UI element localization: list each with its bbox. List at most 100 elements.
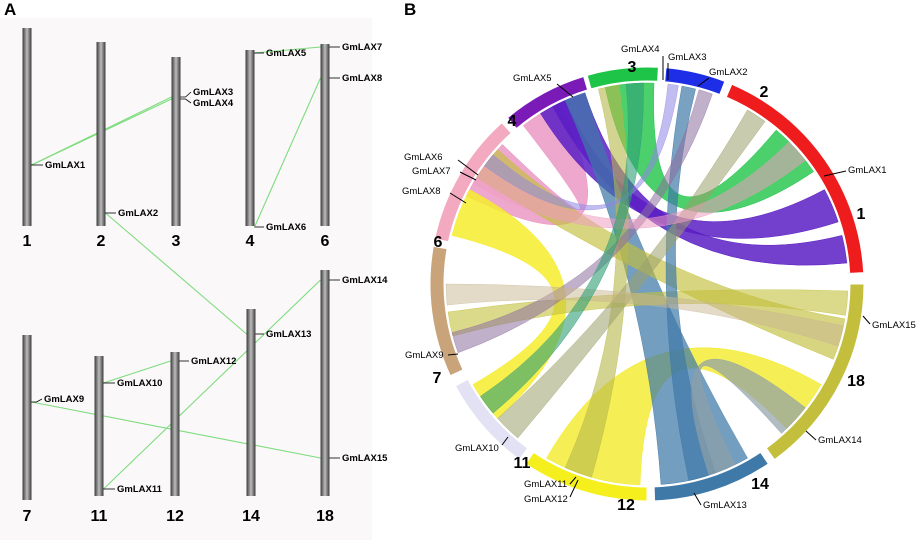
circos-gene-leader-gmlax8 — [449, 192, 467, 204]
chromosome-7 — [22, 335, 32, 500]
chromosome-number-14: 14 — [242, 508, 260, 525]
panel-a-gene-labels: GmLAX1GmLAX2GmLAX3GmLAX4GmLAX5GmLAX6GmLA… — [31, 42, 388, 495]
circos-gene-label-gmlax3: GmLAX3 — [668, 52, 707, 63]
ribbon-11 — [497, 109, 766, 439]
gene-label-gmlax1: GmLAX1 — [45, 160, 86, 171]
circos-segment-12 — [525, 451, 648, 502]
segment-number-1: 1 — [857, 206, 866, 223]
gene-label-gmlax2: GmLAX2 — [118, 208, 158, 219]
chromosome-18 — [320, 270, 330, 496]
chromosome-number-6: 6 — [321, 233, 330, 250]
circos-gene-leader-gmlax15 — [862, 315, 871, 325]
chromosome-12 — [170, 352, 180, 496]
circos-gene-leader-gmlax7 — [459, 171, 477, 181]
circos-gene-leader-gmlax10 — [501, 436, 509, 446]
circos-ring — [429, 66, 865, 502]
circos-gene-leader-gmlax2 — [697, 77, 710, 87]
gene-label-gmlax6: GmLAX6 — [266, 222, 306, 233]
chromosome-14 — [246, 309, 256, 496]
circos-gene-label-gmlax2: GmLAX2 — [709, 67, 748, 78]
gene-label-gmlax9: GmLAX9 — [44, 394, 84, 405]
circos-gene-label-gmlax13: GmLAX13 — [703, 500, 747, 511]
chromosome-number-1: 1 — [23, 233, 32, 250]
circos-segment-1 — [725, 83, 865, 274]
chromosome-number-3: 3 — [172, 233, 181, 250]
segment-number-18: 18 — [847, 373, 865, 390]
circos-segment-6 — [434, 121, 512, 243]
circos-gene-label-gmlax6: GmLAX6 — [404, 152, 443, 163]
circos-gene-label-gmlax15: GmLAX15 — [872, 320, 916, 331]
gene-label-gmlax3: GmLAX3 — [193, 87, 233, 98]
ribbon-17 — [480, 82, 644, 414]
circos-gene-leader-gmlax12 — [569, 479, 579, 498]
gene-marker-gmlax9 — [31, 398, 43, 403]
synteny-link-gmlax6-gmlax8 — [253, 77, 322, 228]
circos-gene-label-gmlax9: GmLAX9 — [405, 350, 444, 361]
circos-segment-7 — [429, 245, 464, 377]
panel-a-background — [0, 18, 372, 540]
ribbon-13 — [445, 283, 844, 347]
gene-marker-gmlax4 — [180, 98, 192, 104]
circos-segment-2 — [664, 67, 726, 96]
circos-gene-leader-gmlax5 — [556, 83, 574, 98]
chromosome-number-12: 12 — [166, 508, 184, 525]
panel-a-letter: A — [4, 0, 16, 19]
gene-label-gmlax8: GmLAX8 — [342, 73, 382, 84]
chromosome-number-4: 4 — [246, 233, 255, 250]
segment-number-7: 7 — [433, 370, 442, 387]
ribbon-10 — [564, 84, 629, 478]
segment-number-3: 3 — [628, 59, 637, 76]
segment-number-12: 12 — [617, 497, 635, 514]
chromosome-4 — [245, 50, 255, 226]
circos-segment-4 — [506, 75, 589, 130]
gene-label-gmlax13: GmLAX13 — [266, 329, 311, 340]
chromosome-6 — [320, 44, 330, 226]
chromosome-1 — [22, 28, 32, 226]
circos-segment-14 — [653, 451, 769, 502]
circos-segment-18 — [765, 283, 865, 461]
chromosome-number-18: 18 — [316, 508, 334, 525]
circos-gene-label-gmlax14: GmLAX14 — [818, 435, 862, 446]
gene-label-gmlax11: GmLAX11 — [117, 484, 163, 495]
circos-gene-label-gmlax4: GmLAX4 — [621, 44, 660, 55]
circos-gene-labels: GmLAX4GmLAX3GmLAX5GmLAX2GmLAX6GmLAX7GmLA… — [402, 44, 916, 511]
segment-number-11: 11 — [514, 455, 531, 472]
segment-number-6: 6 — [434, 234, 443, 251]
panel-b-letter: B — [404, 0, 416, 19]
synteny-link-gmlax5-gmlax7 — [254, 46, 321, 54]
gene-marker-gmlax3 — [180, 91, 192, 98]
gene-label-gmlax10: GmLAX10 — [117, 378, 162, 389]
circos-gene-label-gmlax8: GmLAX8 — [402, 186, 441, 197]
circos-gene-label-gmlax11: GmLAX11 — [524, 479, 567, 490]
synteny-link-gmlax11-gmlax14 — [103, 279, 321, 490]
segment-number-14: 14 — [751, 476, 769, 493]
chromosome-number-11: 11 — [91, 508, 108, 525]
circos-gene-label-gmlax7: GmLAX7 — [412, 166, 451, 177]
chromosome-3 — [171, 57, 181, 226]
gene-label-gmlax14: GmLAX14 — [342, 275, 388, 286]
chromosome-11 — [94, 356, 104, 496]
circos-segment-3 — [586, 66, 659, 90]
circos-gene-leader-gmlax13 — [693, 492, 702, 506]
circos-gene-leader-gmlax6 — [457, 159, 479, 176]
circos-segment-11 — [454, 378, 529, 461]
circos-gene-leader-gmlax9 — [447, 353, 459, 356]
circos-gene-leader-gmlax11 — [569, 476, 577, 485]
chromosome-number-7: 7 — [23, 508, 32, 525]
circos-ribbons — [445, 82, 849, 486]
gene-label-gmlax15: GmLAX15 — [342, 453, 388, 464]
circos-gene-leader-gmlax14 — [805, 430, 817, 441]
circos-gene-label-gmlax12: GmLAX12 — [524, 494, 568, 505]
synteny-link-gmlax2-gmlax13 — [105, 212, 247, 335]
gene-label-gmlax5: GmLAX5 — [266, 48, 307, 59]
gene-label-gmlax4: GmLAX4 — [193, 98, 234, 109]
chromosome-number-2: 2 — [97, 233, 106, 250]
circos-gene-leader-gmlax1 — [823, 170, 847, 177]
segment-number-4: 4 — [508, 113, 517, 130]
ribbon-9 — [665, 85, 717, 481]
